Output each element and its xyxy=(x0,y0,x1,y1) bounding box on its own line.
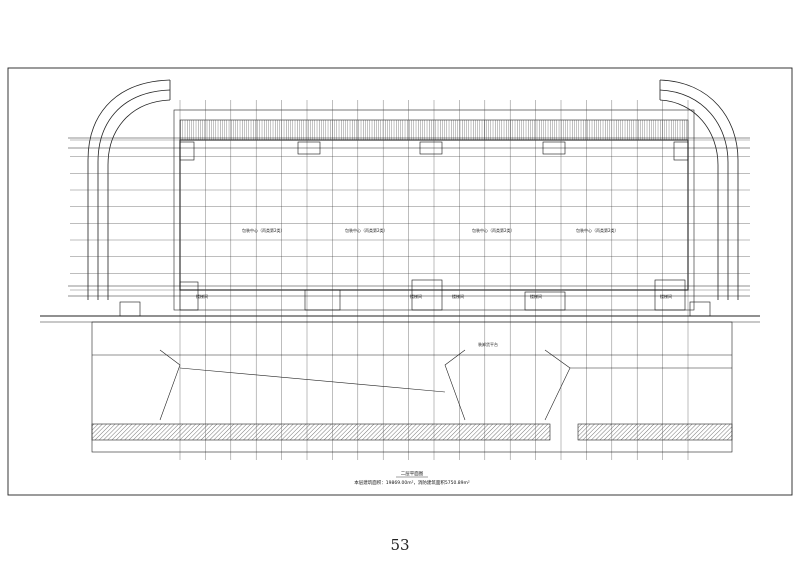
stair-label-3: 楼梯间 xyxy=(452,293,464,299)
right-ramp xyxy=(659,79,739,300)
hatched-strip-left xyxy=(91,423,551,441)
column-grid xyxy=(70,100,750,460)
area-note: 本层建筑面积：19869.00m²，消防建筑面积5750.89m² xyxy=(354,479,470,486)
stair-cores xyxy=(119,141,711,317)
room-label-4: 包装中心（丙类第2类） xyxy=(576,227,619,233)
platform-label: 装卸货平台 xyxy=(478,341,498,347)
drawing-border xyxy=(7,67,793,496)
stair-label-2: 楼梯间 xyxy=(410,293,422,299)
drawing-title: 二层平面图 xyxy=(401,471,424,477)
left-ramp xyxy=(87,79,171,300)
stair-label-4: 楼梯间 xyxy=(530,293,542,299)
lower-platform xyxy=(91,321,733,453)
room-label-3: 包装中心（丙类第2类） xyxy=(472,227,515,233)
room-label-2: 包装中心（丙类第2类） xyxy=(345,227,388,233)
page-number: 53 xyxy=(390,536,410,554)
hatched-strip-right xyxy=(577,423,733,441)
stair-label-5: 楼梯间 xyxy=(660,293,672,299)
room-label-1: 包装中心（丙类第2类） xyxy=(242,227,285,233)
axis-lines xyxy=(40,137,760,323)
stair-label-1: 楼梯间 xyxy=(196,293,208,299)
